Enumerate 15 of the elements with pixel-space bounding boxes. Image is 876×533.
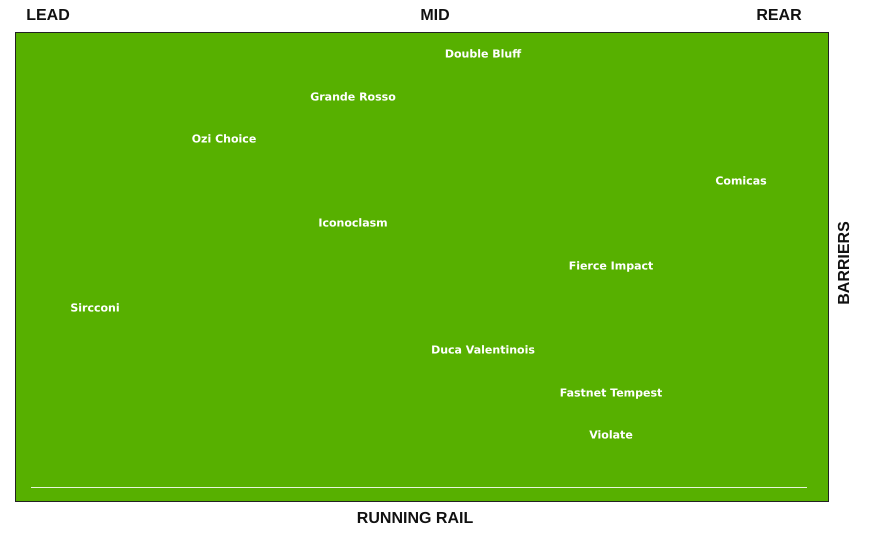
runner-name: Duca Valentinois <box>431 344 535 356</box>
axis-label: LEAD <box>26 7 70 25</box>
axis-label: RUNNING RAIL <box>356 510 474 528</box>
runner-name: Double Bluff <box>444 48 522 60</box>
axis-label: REAR <box>756 7 802 25</box>
runner-name: Fierce Impact <box>568 260 654 272</box>
runner-name: Comicas <box>715 174 767 188</box>
runner-name: Grande Rosso <box>310 90 396 104</box>
axis-label: BARRIERS <box>836 221 854 305</box>
runner-name: Fastnet Tempest <box>560 386 662 400</box>
runner-name: Violate <box>589 428 633 442</box>
runner-name: Iconoclasm <box>318 216 388 230</box>
axis-label: MID <box>420 7 450 25</box>
runner-name: Ozi Choice <box>192 132 256 146</box>
runner-name: Sircconi <box>70 302 120 314</box>
